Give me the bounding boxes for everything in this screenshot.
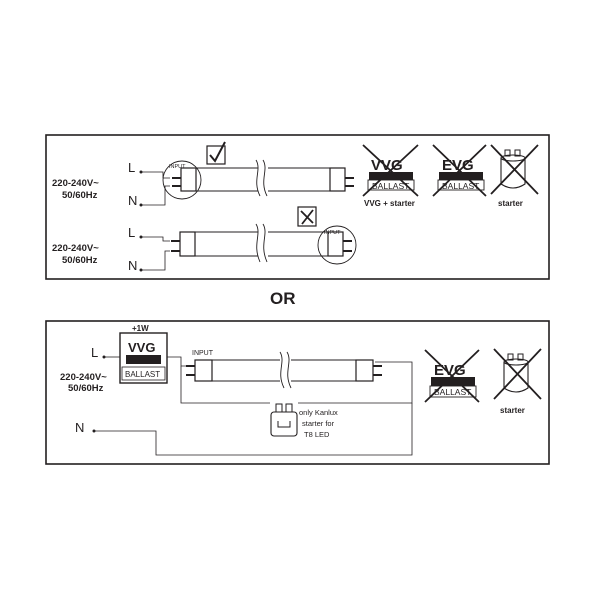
panel2-vvg-title: VVG [128, 340, 155, 355]
row2-frequency-label: 50/60Hz [62, 255, 98, 266]
panel2-evg-ballast-label: BALLAST [434, 387, 471, 397]
panel2-tube [194, 351, 374, 389]
row2-wires [141, 236, 170, 271]
panel2-starter-caption: starter [500, 406, 525, 415]
panel2-voltage-label: 220-240V~ [60, 372, 107, 383]
row2-pins [171, 240, 352, 252]
vvg-title: VVG [371, 157, 403, 174]
starter-crossed-icon [490, 144, 539, 195]
row1-input-label: INPUT [169, 164, 186, 170]
vvg-ballast-label: BALLAST [372, 181, 409, 191]
row2-tube [179, 223, 344, 263]
kanlux-starter-icon [270, 403, 298, 437]
panel2-starter-crossed-icon [493, 348, 542, 400]
starter-caption: starter [498, 199, 523, 208]
row1-input-highlight [162, 160, 202, 200]
vvg-starter-caption: VVG + starter [364, 199, 415, 208]
panel2-evg-title: EVG [434, 362, 466, 379]
panel2-pins [186, 365, 382, 376]
evg-ballast-crossed-icon: EVG BALLAST [432, 144, 487, 197]
vvg-ballast-crossed-icon: VVG BALLAST [362, 144, 419, 197]
starter-note-line3: T8 LED [304, 430, 330, 439]
panel2-ballast-label: BALLAST [125, 370, 160, 379]
evg-ballast-label: BALLAST [442, 181, 479, 191]
starter-note-line1: only Kanlux [299, 408, 338, 417]
row2-input-highlight [317, 225, 357, 265]
panel2-live-label: L [91, 345, 98, 360]
cross-icon [297, 206, 317, 227]
row1-pins [172, 177, 354, 187]
row2-voltage-label: 220-240V~ [52, 243, 99, 254]
row1-voltage-label: 220-240V~ [52, 178, 99, 189]
panel2-frequency-label: 50/60Hz [68, 383, 104, 394]
bottom-panel-frame [45, 320, 550, 465]
panel2-wires [94, 356, 413, 456]
row1-neutral-label: N [128, 193, 137, 208]
panel2-evg-ballast-crossed-icon: EVG BALLAST [424, 349, 480, 403]
or-label: OR [270, 289, 296, 308]
row1-wires [141, 171, 170, 206]
row1-live-label: L [128, 160, 135, 175]
panel2-neutral-label: N [75, 420, 84, 435]
row2-input-label: INPUT [324, 230, 341, 236]
checkmark-icon [206, 141, 226, 165]
top-panel-frame [45, 134, 550, 280]
kanlux-starter-note: only Kanlux starter for T8 LED [299, 408, 338, 439]
power-label: +1W [132, 324, 149, 333]
row1-tube [180, 159, 346, 197]
vvg-ballast-box: +1W VVG BALLAST [119, 324, 168, 384]
row1-frequency-label: 50/60Hz [62, 190, 98, 201]
starter-note-line2: starter for [302, 419, 335, 428]
row2-live-label: L [128, 225, 135, 240]
panel2-input-label: INPUT [192, 350, 214, 357]
row2-neutral-label: N [128, 258, 137, 273]
